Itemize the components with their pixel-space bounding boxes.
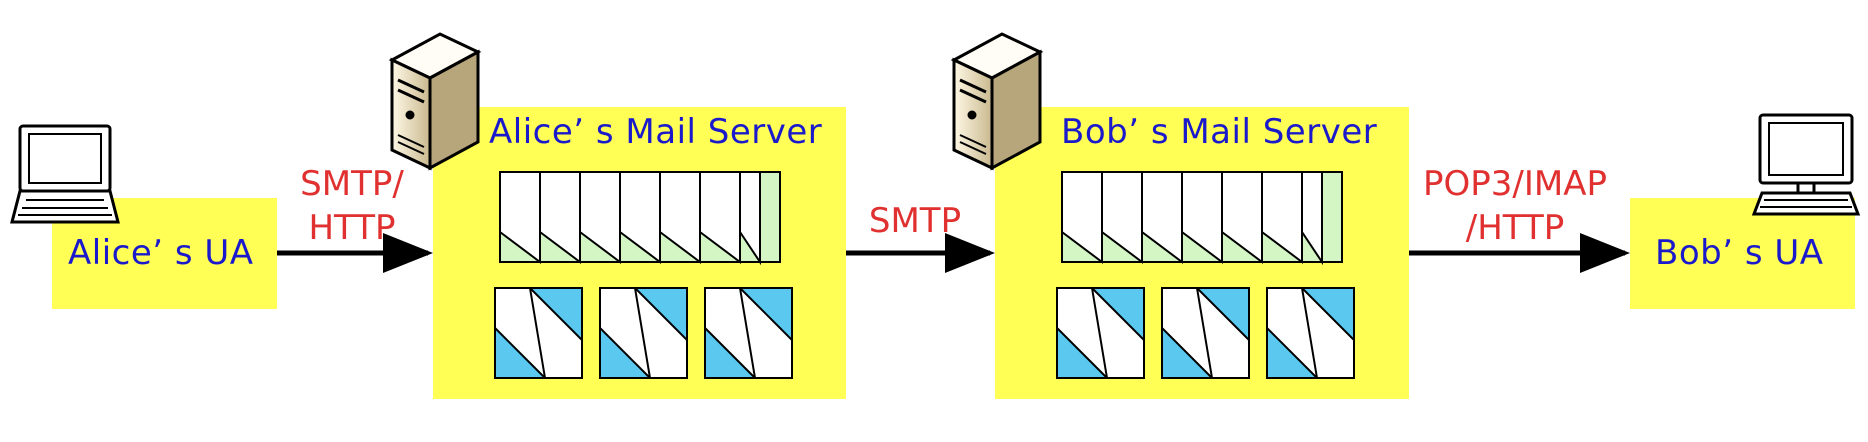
server-icon: [388, 32, 482, 171]
protocol-line: SMTP: [868, 201, 962, 241]
bob-ua-box: [1630, 198, 1855, 309]
alice-mail-server-label: Alice’ s Mail Server: [489, 112, 823, 152]
alice-message-queue: [499, 171, 781, 266]
bob-ua-label: Bob’ s UA: [1655, 233, 1824, 273]
desktop-icon: [1751, 113, 1861, 216]
protocol-label-server-to-server: SMTP: [850, 199, 980, 243]
bob-mailboxes: [1056, 287, 1355, 379]
alice-mailboxes: [494, 287, 793, 379]
protocol-label-alice-to-server: SMTP/ HTTP: [282, 162, 422, 250]
bob-message-queue: [1061, 171, 1343, 266]
server-icon: [950, 32, 1044, 171]
bob-mail-server-label: Bob’ s Mail Server: [1061, 112, 1378, 152]
protocol-label-server-to-bob: POP3/IMAP /HTTP: [1400, 162, 1630, 250]
protocol-line: HTTP: [308, 208, 396, 248]
laptop-icon: [10, 124, 120, 224]
alice-ua-label: Alice’ s UA: [68, 233, 254, 273]
protocol-line: SMTP/: [300, 164, 404, 204]
protocol-line: POP3/IMAP: [1423, 164, 1607, 204]
protocol-line: /HTTP: [1465, 208, 1565, 248]
